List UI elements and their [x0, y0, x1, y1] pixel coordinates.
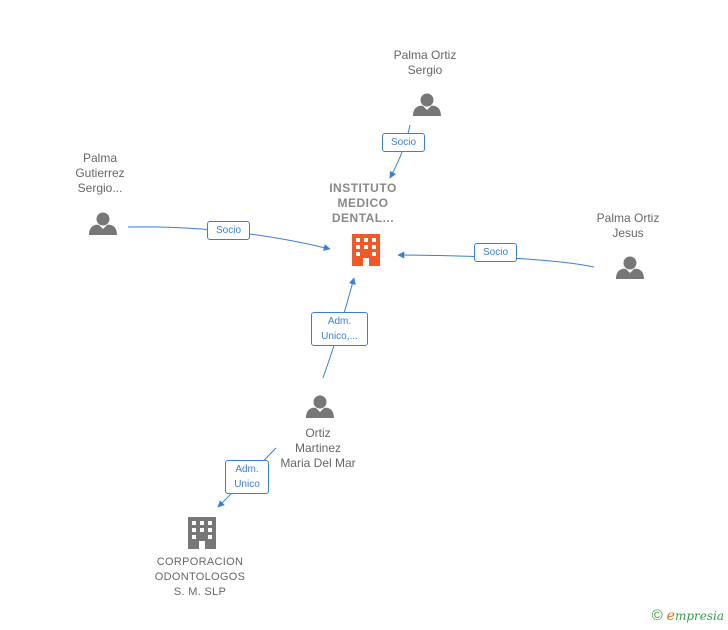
corporacion-building-icon[interactable]	[188, 517, 216, 549]
empresia-watermark: © empresia	[652, 607, 724, 624]
person-label-palma-ortiz-sergio[interactable]: Palma Ortiz Sergio	[393, 48, 457, 77]
edge-label-sergio-socio: Socio	[382, 133, 425, 152]
edge-jesus-to-center	[397, 251, 595, 268]
empresia-logo: empresia	[666, 607, 724, 624]
edge-label-gutierrez-socio: Socio	[207, 221, 250, 240]
person-icon-palma-ortiz-sergio[interactable]	[413, 93, 441, 117]
center-building-icon[interactable]	[352, 234, 380, 266]
person-icon-palma-ortiz-jesus[interactable]	[616, 256, 644, 280]
edge-label-jesus-socio: Socio	[474, 243, 517, 262]
edge-label-maria-adm-unico-center: Adm. Unico,...	[311, 312, 368, 346]
person-label-palma-ortiz-jesus[interactable]: Palma Ortiz Jesus	[596, 211, 660, 240]
company-label-corporacion[interactable]: CORPORACION ODONTOLOGOS S. M. SLP	[154, 556, 246, 598]
center-company-label[interactable]: INSTITUTO MEDICO DENTAL...	[329, 181, 397, 225]
person-label-palma-gutierrez[interactable]: Palma Gutierrez Sergio...	[75, 151, 125, 195]
copyright-icon: ©	[651, 607, 663, 624]
edge-label-maria-adm-unico-corp: Adm. Unico	[225, 460, 269, 494]
person-icon-palma-gutierrez[interactable]	[89, 212, 117, 236]
person-icon-ortiz-martinez[interactable]	[306, 395, 334, 419]
person-label-ortiz-martinez[interactable]: Ortiz Martinez Maria Del Mar	[280, 426, 356, 470]
